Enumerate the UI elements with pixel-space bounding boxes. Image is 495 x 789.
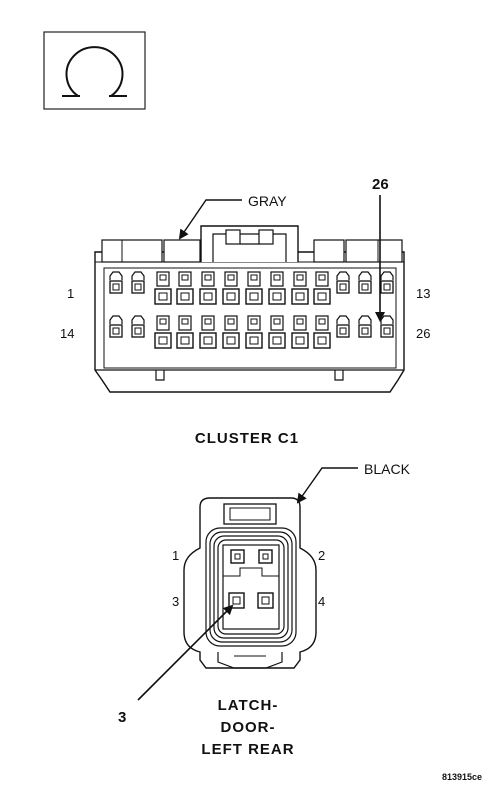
cavity-7	[245, 271, 263, 305]
cavity-13	[380, 271, 394, 294]
cavity-2	[131, 271, 145, 294]
gray-leader-arrow	[178, 199, 242, 240]
connector-view-icon	[43, 31, 146, 110]
cavity-12	[358, 271, 372, 294]
latch-title-line1: LATCH-	[218, 697, 279, 714]
cluster-connector-title: CLUSTER C1	[195, 430, 299, 447]
figure-id: 813915ce	[442, 772, 482, 782]
pin-3-callout-label: 3	[118, 709, 126, 726]
cluster-connector	[94, 225, 405, 393]
latch-cavity-4	[257, 592, 274, 609]
latch-title-line2: DOOR-	[221, 719, 276, 736]
cavity-3	[154, 271, 172, 305]
cavity-25	[358, 315, 372, 338]
cavity-15	[131, 315, 145, 338]
black-leader-arrow	[296, 467, 358, 504]
latch-pin-label-3: 3	[172, 594, 179, 609]
latch-pin-label-1: 1	[172, 548, 179, 563]
latch-cavity-2	[258, 549, 273, 564]
cavity-9	[291, 271, 309, 305]
latch-title-line3: LEFT REAR	[201, 741, 294, 758]
cavity-6	[222, 271, 240, 305]
cavity-8	[268, 271, 286, 305]
pin-3-callout-arrow	[137, 604, 234, 701]
pin-label-left-top: 1	[67, 286, 74, 301]
gray-color-label: GRAY	[248, 193, 287, 209]
latch-cavity-3	[228, 592, 245, 609]
pin-26-callout-label: 26	[372, 176, 389, 193]
latch-pin-label-4: 4	[318, 594, 325, 609]
cavity-24	[336, 315, 350, 338]
cluster-cavities	[109, 271, 394, 349]
cavity-5	[199, 271, 217, 305]
pin-label-right-bottom: 26	[416, 326, 430, 341]
cavity-23	[313, 315, 331, 349]
pin-label-left-bottom: 14	[60, 326, 74, 341]
cavity-16	[154, 315, 172, 349]
cavity-20	[245, 315, 263, 349]
cavity-21	[268, 315, 286, 349]
latch-pin-label-2: 2	[318, 548, 325, 563]
cavity-17	[176, 315, 194, 349]
cavity-22	[291, 315, 309, 349]
cavity-10	[313, 271, 331, 305]
cavity-1	[109, 271, 123, 294]
cavity-11	[336, 271, 350, 294]
cavity-14	[109, 315, 123, 338]
black-color-label: BLACK	[364, 461, 411, 477]
cavity-18	[199, 315, 217, 349]
latch-connector	[183, 497, 317, 669]
cavity-4	[176, 271, 194, 305]
latch-cavity-1	[230, 549, 245, 564]
pin-label-right-top: 13	[416, 286, 430, 301]
cavity-19	[222, 315, 240, 349]
